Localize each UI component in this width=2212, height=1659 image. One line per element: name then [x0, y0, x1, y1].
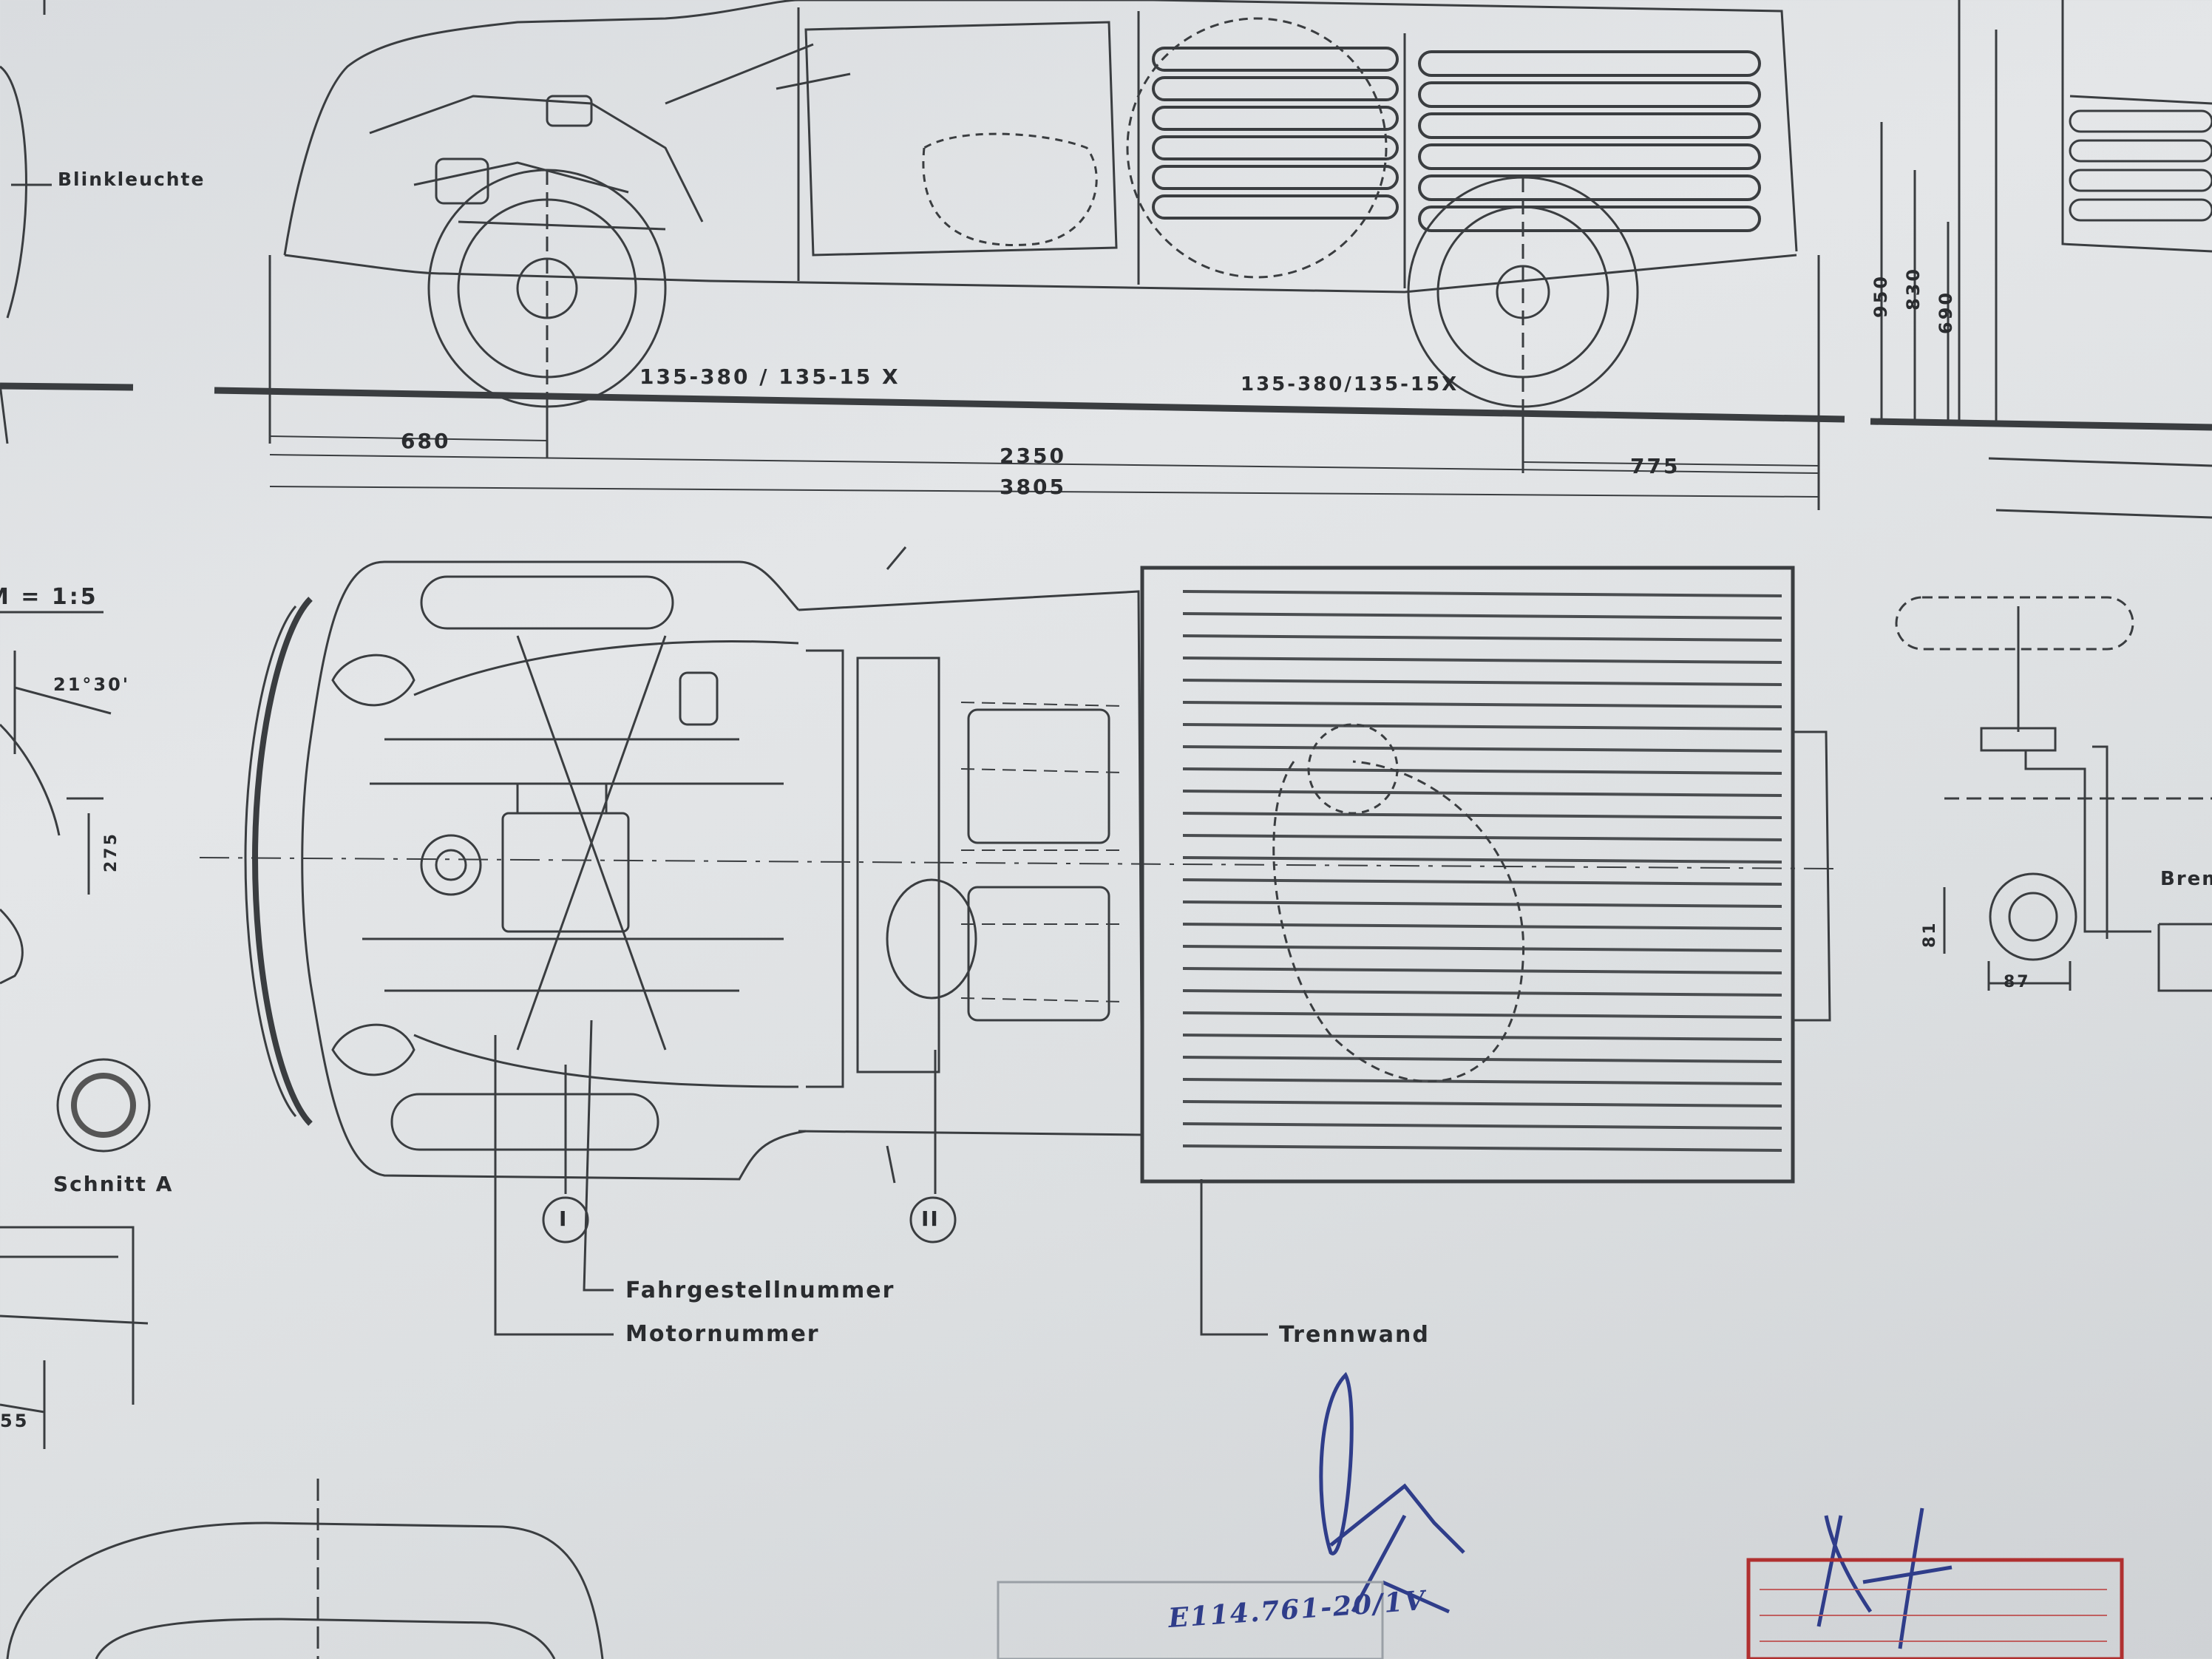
- handwritten-signature: [1319, 1371, 1953, 1649]
- dimension-height-830: 830: [1903, 266, 1924, 311]
- label-schnitt-a: Schnitt A: [53, 1172, 174, 1196]
- marker-1: I: [559, 1207, 569, 1231]
- dimension-87: 87: [2004, 973, 2031, 991]
- top-view-drawing: [199, 546, 1834, 1336]
- bottom-detail-fragment: [6, 1479, 604, 1659]
- stamps: [997, 1558, 2124, 1659]
- label-scale: M = 1:5: [0, 584, 98, 610]
- dimension-81: 81: [1921, 920, 1939, 948]
- side-view-drawing: [0, 0, 2212, 519]
- dimension-275: 275: [102, 832, 121, 872]
- dimension-rear-overhang: 775: [1630, 454, 1680, 478]
- label-tire-front: 135-380 / 135-15 X: [639, 364, 900, 389]
- label-fahrgestellnummer: Fahrgestellnummer: [625, 1278, 895, 1303]
- dimension-wheelbase: 2350: [1000, 444, 1066, 468]
- label-blinkleuchte: Blinkleuchte: [58, 169, 206, 190]
- right-detail-fragments: [1895, 596, 2212, 992]
- label-angle: 21°30': [53, 674, 131, 695]
- dimension-height-950: 950: [1870, 274, 1891, 318]
- left-detail-fragments: [0, 611, 151, 1449]
- label-motornummer: Motornummer: [625, 1321, 820, 1347]
- label-trennwand: Trennwand: [1279, 1322, 1430, 1348]
- dimension-55: 55: [0, 1411, 30, 1431]
- dimension-front-overhang: 680: [401, 429, 451, 453]
- label-bremse: Brem: [2160, 868, 2212, 890]
- dimension-height-690: 690: [1936, 290, 1956, 334]
- label-tire-rear: 135-380/135-15X: [1241, 373, 1459, 396]
- dimension-overall-length: 3805: [1000, 475, 1066, 499]
- marker-2: II: [921, 1207, 940, 1231]
